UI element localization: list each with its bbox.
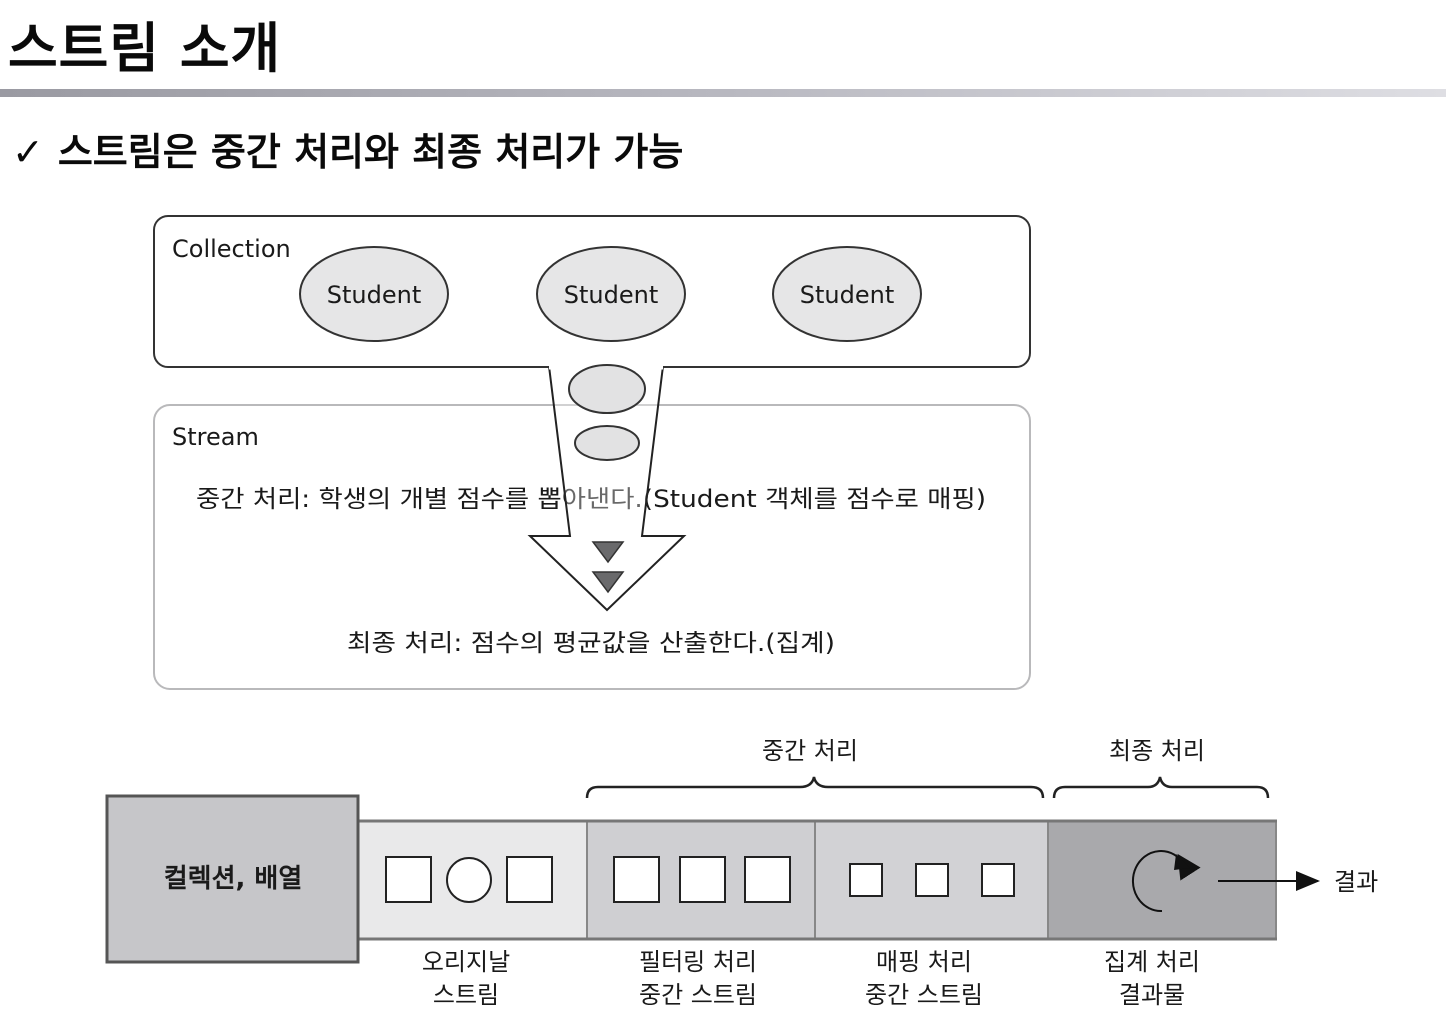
- mapped-element: [981, 863, 1015, 897]
- bullet-point: ✓ 스트림은 중간 처리와 최종 처리가 가능: [12, 124, 683, 180]
- final-brace: [1052, 776, 1270, 799]
- intermediate-header: 중간 처리: [762, 737, 858, 765]
- intermediate-text: 중간 처리: 학생의 개별 점수를 뽑아낸다.(Student 객체를 점수로 …: [196, 485, 986, 513]
- stage-caption: 결과물: [1119, 981, 1185, 1009]
- stage-caption: 필터링 처리: [639, 948, 757, 976]
- funnel-arrow: [527, 357, 687, 612]
- title-divider: [0, 89, 1446, 97]
- source-label: 컬렉션, 배열: [164, 864, 303, 894]
- bullet-text: 스트림은 중간 처리와 최종 처리가 가능: [57, 130, 684, 174]
- filtered-element: [744, 856, 791, 903]
- intermediate-brace: [585, 776, 1045, 799]
- score-triangle: [591, 541, 625, 564]
- final-header: 최종 처리: [1109, 737, 1205, 765]
- mapped-element: [915, 863, 949, 897]
- flowing-item: [574, 425, 640, 461]
- checkmark-icon: ✓: [12, 130, 44, 174]
- final-text: 최종 처리: 점수의 평균값을 산출한다.(집계): [347, 629, 835, 657]
- student-ellipse: [536, 246, 686, 342]
- filtered-element: [613, 856, 660, 903]
- collection-label: Collection: [172, 235, 291, 263]
- source-box: [105, 794, 360, 964]
- mapped-element: [849, 863, 883, 897]
- stage-caption: 중간 스트림: [865, 981, 983, 1009]
- page-title: 스트림 소개: [8, 17, 282, 80]
- stream-element: [506, 856, 553, 903]
- stage-caption: 집계 처리: [1104, 948, 1200, 976]
- stream-label: Stream: [172, 423, 259, 451]
- stream-element: [446, 857, 492, 903]
- student-ellipse: [299, 246, 449, 342]
- flowing-item: [568, 364, 646, 414]
- stream-element: [385, 856, 432, 903]
- student-label: Student: [564, 281, 658, 309]
- stage-caption: 중간 스트림: [639, 981, 757, 1009]
- stage-caption: 매핑 처리: [876, 948, 972, 976]
- student-ellipse: [772, 246, 922, 342]
- student-label: Student: [327, 281, 421, 309]
- stage-caption: 오리지날: [422, 948, 510, 976]
- filtered-element: [679, 856, 726, 903]
- score-triangle: [591, 571, 625, 594]
- result-label: 결과: [1334, 868, 1378, 896]
- loop-arrowhead-icon: [1174, 854, 1190, 870]
- aggregate-loop-icon: [1131, 850, 1201, 913]
- stage-caption: 스트림: [433, 981, 499, 1009]
- student-label: Student: [800, 281, 894, 309]
